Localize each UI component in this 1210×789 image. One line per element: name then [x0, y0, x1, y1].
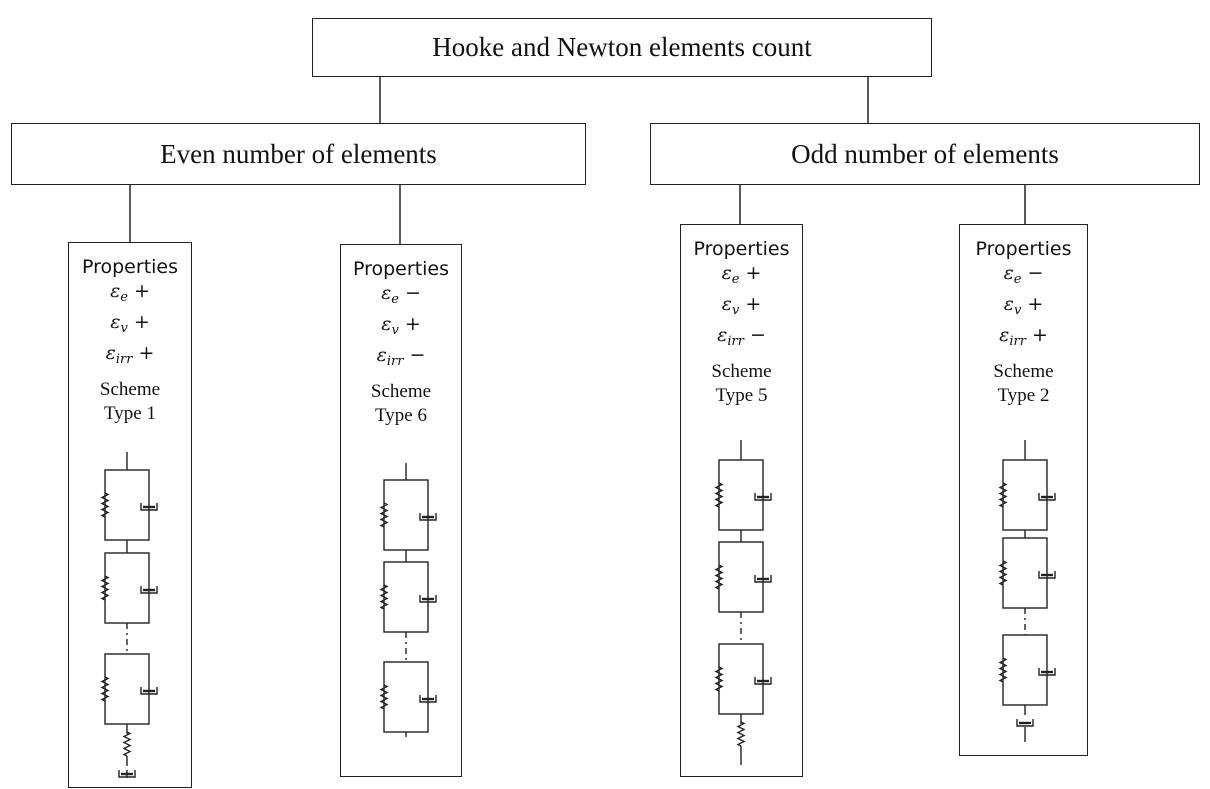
property-irr: εirr−: [376, 344, 426, 369]
scheme-3-kelvin-1-spring: [714, 482, 724, 508]
scheme-1-tail-spring: [122, 731, 132, 757]
property-v: εv+: [110, 311, 150, 336]
scheme-1-kelvin-1-spring: [100, 492, 110, 518]
scheme-1-kelvin-1-dashpot: [140, 503, 158, 511]
scheme-3-kelvin-1-dashpot: [754, 493, 772, 501]
scheme-3-kelvin-2-dashpot: [754, 575, 772, 583]
odd-branch-box: Odd number of elements: [650, 123, 1200, 185]
scheme-4-kelvin-3-dashpot: [1038, 668, 1056, 676]
scheme-label: Scheme: [711, 361, 772, 382]
scheme-1-kelvin-1: [104, 469, 150, 541]
scheme-type: Type 1: [104, 403, 156, 424]
scheme-1-kelvin-2: [104, 552, 150, 624]
scheme-2-kelvin-1-spring: [379, 502, 389, 528]
scheme-4-kelvin-3: [1002, 634, 1048, 706]
scheme-4-kelvin-1: [1002, 459, 1048, 531]
properties-heading: Properties: [975, 238, 1072, 260]
property-irr: εirr+: [999, 324, 1048, 349]
odd-branch-title: Odd number of elements: [791, 138, 1059, 169]
scheme-4-kelvin-1-dashpot: [1038, 493, 1056, 501]
even-branch-title: Even number of elements: [160, 138, 437, 169]
property-irr: εirr+: [105, 342, 155, 367]
property-e: εe−: [1003, 262, 1044, 287]
scheme-2-kelvin-2-spring: [379, 584, 389, 610]
scheme-label: Scheme: [370, 381, 432, 402]
root-title: Hooke and Newton elements count: [432, 32, 812, 62]
scheme-3-kelvin-3-dashpot: [754, 677, 772, 685]
scheme-3-tail-spring: [736, 721, 746, 747]
column-type-2: Properties εe− εv+ εirr+ Scheme Type 2: [959, 224, 1088, 756]
root-box: Hooke and Newton elements count: [312, 18, 932, 77]
scheme-3-kelvin-2: [718, 541, 764, 613]
column-type-6: Properties εe− εv+ εirr− Scheme Type 6: [340, 244, 462, 777]
property-e: εe+: [110, 280, 150, 305]
scheme-1-kelvin-3-dashpot: [140, 687, 158, 695]
scheme-4-kelvin-2: [1002, 537, 1048, 609]
scheme-4-kelvin-3-spring: [998, 657, 1008, 683]
scheme-label: Scheme: [99, 379, 161, 400]
scheme-3-kelvin-2-spring: [714, 564, 724, 590]
scheme-2-kelvin-2: [383, 561, 429, 633]
scheme-1-kelvin-2-dashpot: [140, 586, 158, 594]
property-e: εe−: [381, 282, 421, 307]
scheme-3-kelvin-3-spring: [714, 666, 724, 692]
property-v: εv+: [381, 313, 421, 338]
scheme-1-kelvin-3: [104, 653, 150, 725]
property-e: εe+: [721, 262, 762, 287]
scheme-2-kelvin-2-dashpot: [419, 595, 437, 603]
scheme-4-tail-dashpot: [1016, 719, 1034, 727]
scheme-type: Type 6: [375, 405, 427, 426]
scheme-label: Scheme: [993, 361, 1054, 382]
properties-heading: Properties: [352, 258, 450, 280]
property-v: εv+: [1003, 293, 1044, 318]
property-irr: εirr−: [717, 324, 766, 349]
even-branch-box: Even number of elements: [11, 123, 586, 185]
properties-heading: Properties: [81, 256, 179, 278]
column-type-5: Properties εe+ εv+ εirr− Scheme Type 5: [680, 224, 803, 777]
scheme-2-kelvin-3: [383, 661, 429, 733]
scheme-2-kelvin-1: [383, 479, 429, 551]
scheme-2-kelvin-3-dashpot: [419, 695, 437, 703]
scheme-4-kelvin-2-dashpot: [1038, 571, 1056, 579]
scheme-type: Type 2: [997, 385, 1050, 406]
column-type-1: Properties εe+ εv+ εirr+ Scheme Type 1: [68, 242, 192, 788]
scheme-4-kelvin-1-spring: [998, 482, 1008, 508]
scheme-type: Type 5: [715, 385, 768, 406]
scheme-3-kelvin-1: [718, 459, 764, 531]
scheme-1-kelvin-3-spring: [100, 676, 110, 702]
scheme-1-kelvin-2-spring: [100, 575, 110, 601]
property-v: εv+: [721, 293, 762, 318]
scheme-2-kelvin-3-spring: [379, 684, 389, 710]
properties-heading: Properties: [693, 238, 790, 260]
scheme-3-kelvin-3: [718, 643, 764, 715]
scheme-2-kelvin-1-dashpot: [419, 513, 437, 521]
scheme-4-kelvin-2-spring: [998, 560, 1008, 586]
